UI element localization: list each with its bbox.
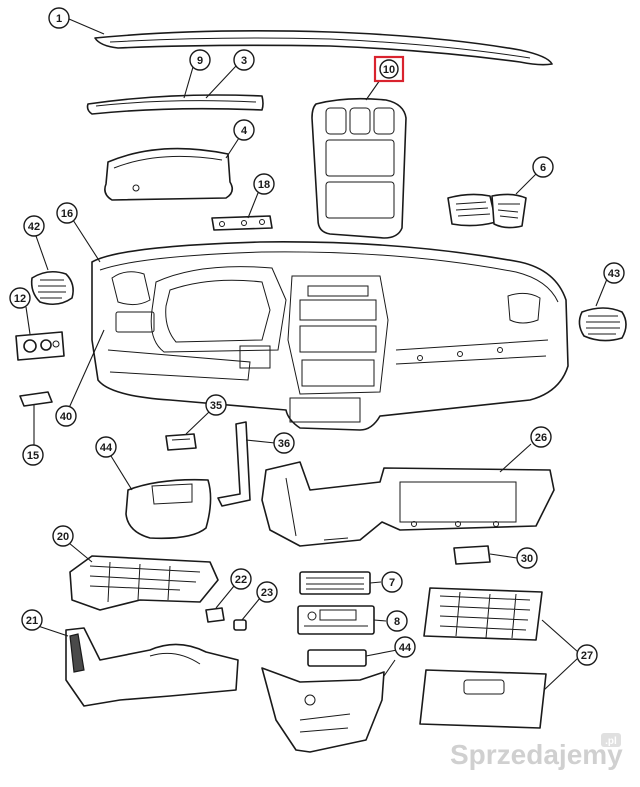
part-18-bracket <box>211 215 273 231</box>
part-3-trim-strip <box>86 94 264 115</box>
leader-lines <box>25 18 608 691</box>
callout-20: 20 <box>52 525 74 547</box>
svg-text:40: 40 <box>60 411 72 423</box>
part-30-bracket <box>453 545 491 565</box>
part-10-center-bezel <box>311 97 407 239</box>
part-21-column-cover <box>65 627 239 707</box>
svg-text:8: 8 <box>394 616 400 628</box>
part-43-right-vent <box>578 307 627 342</box>
svg-text:23: 23 <box>261 587 273 599</box>
callout-15: 15 <box>22 444 44 466</box>
callout-10-highlighted: 10 <box>373 55 405 83</box>
svg-text:43: 43 <box>608 268 620 280</box>
callout-35: 35 <box>205 394 227 416</box>
part-1-dash-top-pad <box>94 30 553 66</box>
svg-text:35: 35 <box>210 400 222 412</box>
svg-text:30: 30 <box>521 553 533 565</box>
svg-text:44: 44 <box>100 442 113 454</box>
svg-text:4: 4 <box>241 125 248 137</box>
watermark: Sprzedajemy .pl <box>450 733 623 770</box>
part-15-switch <box>19 391 53 407</box>
callout-42: 42 <box>23 215 45 237</box>
part-36-side-trim <box>217 421 251 507</box>
part-20-lower-support <box>69 555 219 611</box>
callout-9: 9 <box>189 49 211 71</box>
svg-text:20: 20 <box>57 531 69 543</box>
svg-text:42: 42 <box>28 221 40 233</box>
svg-text:12: 12 <box>14 293 26 305</box>
callout-36: 36 <box>273 432 295 454</box>
part-7-radio <box>299 571 371 595</box>
part-27-glove-box <box>419 587 547 729</box>
callout-18: 18 <box>253 173 275 195</box>
svg-text:3: 3 <box>241 55 247 67</box>
part-35-clip <box>165 433 197 451</box>
callout-22: 22 <box>230 568 252 590</box>
callout-23: 23 <box>256 581 278 603</box>
callout-40: 40 <box>55 405 77 427</box>
part-4-cluster-bezel <box>104 147 234 201</box>
svg-text:Sprzedajemy: Sprzedajemy <box>450 739 623 770</box>
part-12-headlight-switch <box>15 331 65 361</box>
svg-text:.pl: .pl <box>605 736 617 747</box>
part-23-plug <box>233 619 247 631</box>
svg-text:21: 21 <box>26 615 38 627</box>
svg-text:27: 27 <box>581 650 593 662</box>
svg-text:16: 16 <box>61 208 73 220</box>
callout-30: 30 <box>516 547 538 569</box>
callout-16: 16 <box>56 202 78 224</box>
part-44-filler-panel <box>307 649 367 667</box>
part-6-center-vents <box>447 193 527 229</box>
callout-3: 3 <box>233 49 255 71</box>
callout-7: 7 <box>381 571 403 593</box>
svg-text:9: 9 <box>197 55 203 67</box>
svg-text:1: 1 <box>56 13 62 25</box>
part-42-left-vent <box>30 270 74 306</box>
callout-44-a: 44 <box>95 436 117 458</box>
callout-21: 21 <box>21 609 43 631</box>
callout-44-b: 44 <box>394 636 416 658</box>
callout-4: 4 <box>233 119 255 141</box>
svg-text:6: 6 <box>540 162 546 174</box>
callout-6: 6 <box>532 156 554 178</box>
callout-12: 12 <box>9 287 31 309</box>
svg-text:44: 44 <box>399 642 412 654</box>
svg-text:22: 22 <box>235 574 247 586</box>
part-44-knee-bolster-upper <box>125 478 212 540</box>
callout-43: 43 <box>603 262 625 284</box>
part-16-instrument-panel <box>91 241 569 431</box>
svg-text:26: 26 <box>535 432 547 444</box>
callout-8: 8 <box>386 610 408 632</box>
part-44-center-console <box>261 667 385 753</box>
callouts: 1 9 3 10 4 6 18 42 <box>9 7 625 666</box>
svg-text:18: 18 <box>258 179 270 191</box>
part-26-lower-bracket <box>261 461 555 547</box>
part-22-clip <box>205 607 225 623</box>
part-8-hvac-control <box>297 605 375 635</box>
svg-text:7: 7 <box>389 577 395 589</box>
callout-1: 1 <box>48 7 70 29</box>
svg-text:10: 10 <box>383 64 395 76</box>
callout-26: 26 <box>530 426 552 448</box>
svg-text:15: 15 <box>27 450 39 462</box>
callout-27: 27 <box>576 644 598 666</box>
svg-text:36: 36 <box>278 438 290 450</box>
